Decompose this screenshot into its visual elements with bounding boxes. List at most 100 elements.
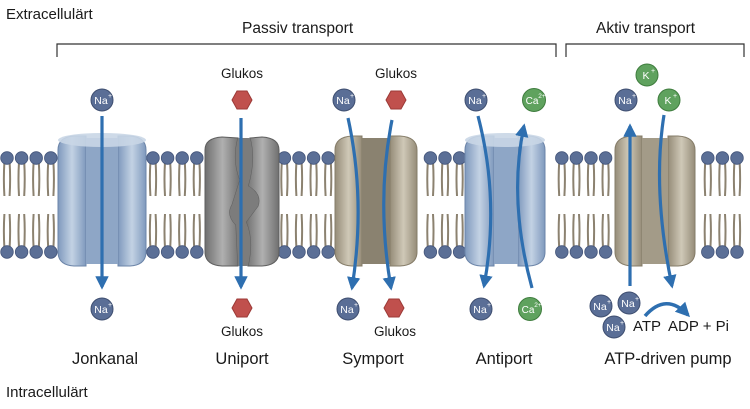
lipid-tail — [586, 213, 590, 249]
lipid-head — [730, 151, 744, 165]
lipid-tail — [738, 161, 742, 197]
lipid-tail — [183, 213, 187, 249]
lipid-tail — [163, 213, 166, 249]
ion-charge: + — [487, 302, 491, 309]
glucose-icon — [231, 298, 253, 318]
ion-na-antiport-bottom: Na + — [469, 297, 493, 321]
antiport-ca-arrow — [515, 123, 534, 289]
lipid-tail — [709, 161, 712, 197]
ion-k-pump-right: K + — [657, 88, 681, 112]
lipid-head — [277, 245, 292, 259]
lipid-head — [146, 245, 160, 259]
ion-label: Na — [618, 95, 632, 107]
lipid-head — [14, 151, 29, 165]
lipid-head — [175, 245, 189, 259]
sodium-icon — [464, 88, 488, 112]
lipid-head — [423, 245, 438, 259]
lipid-tail — [148, 213, 152, 249]
lipid-head — [555, 151, 569, 165]
lipid-tail — [578, 213, 581, 249]
ion-na-pump-bottom-3: Na + — [602, 315, 626, 339]
sodium-icon — [332, 88, 356, 112]
lipid-tail — [23, 161, 26, 197]
lipid-tail — [592, 161, 596, 197]
passive-transport-header: Passiv transport — [242, 20, 354, 37]
lipid-tail — [198, 213, 201, 249]
intracellular-label: Intracellulärt — [6, 384, 88, 401]
lipid-tail — [46, 161, 50, 197]
lipid-tail — [17, 213, 20, 249]
lipid-tail — [724, 213, 727, 249]
ion-channel-label: Jonkanal — [71, 350, 139, 368]
ion-label: Na — [621, 298, 635, 310]
lipid-head — [452, 151, 467, 165]
lipid-head — [321, 245, 335, 259]
ion-charge: 2+ — [534, 302, 542, 309]
lipid-tail — [718, 161, 721, 197]
glucose-icon — [231, 90, 253, 110]
lipid-tail — [446, 161, 450, 197]
lipid-tail — [446, 213, 450, 249]
symport-glucose-arrow — [382, 119, 396, 291]
ion-charge: + — [635, 296, 639, 303]
lipid-tail — [2, 161, 6, 197]
lipid-tail — [315, 161, 318, 197]
ion-label: Na — [468, 95, 482, 107]
lipid-tail — [738, 213, 742, 249]
ion-charge: + — [620, 320, 624, 327]
ion-charge: + — [108, 302, 112, 309]
lipid-head — [598, 151, 613, 165]
sodium-icon — [336, 297, 360, 321]
lipid-head — [321, 151, 335, 165]
lipid-head — [452, 245, 467, 259]
ion-charge: + — [350, 93, 354, 100]
glucose-molecules — [231, 90, 407, 318]
ion-na-pump-top: Na + — [614, 88, 638, 112]
ion-charge: + — [673, 93, 677, 100]
lipid-head — [306, 151, 321, 165]
lipid-tail — [732, 161, 736, 197]
ion-na-symport-bottom: Na + — [336, 297, 360, 321]
ion-charge: + — [632, 93, 636, 100]
lipid-tail — [198, 161, 201, 197]
lipid-tail — [309, 161, 312, 197]
lipid-tail — [586, 161, 590, 197]
ion-charge: + — [607, 299, 611, 306]
ion-label: Na — [336, 95, 350, 107]
lipid-tail — [8, 213, 12, 249]
symport-glucose-bottom-label: Glukos — [373, 324, 417, 339]
ion-na-symport-top: Na + — [332, 88, 356, 112]
lipid-head — [277, 151, 292, 165]
sodium-icon — [469, 297, 493, 321]
lipid-tail — [563, 161, 566, 197]
lipid-tail — [148, 161, 152, 197]
sodium-icon — [614, 88, 638, 112]
lipid-tail — [178, 213, 181, 249]
lipid-tail — [178, 161, 181, 197]
lipid-head — [306, 245, 321, 259]
lipid-tail — [724, 161, 727, 197]
lipid-tail — [324, 213, 327, 249]
lipid-tail — [718, 213, 721, 249]
sodium-icon — [602, 315, 626, 339]
lipid-tail — [154, 213, 158, 249]
ion-label: Ca — [522, 305, 535, 316]
potassium-icon — [635, 63, 659, 87]
lipid-head — [701, 151, 715, 165]
lipid-tail — [557, 213, 561, 249]
glucose-icon — [383, 298, 405, 318]
lipid-tail — [286, 161, 289, 197]
lipid-head — [44, 151, 58, 165]
atp-hydrolysis-arrow — [643, 301, 690, 318]
lipid-tail — [52, 161, 55, 197]
lipid-tail — [280, 161, 283, 197]
lipid-head — [175, 151, 189, 165]
atp-pump-protein — [614, 135, 696, 267]
lipid-head — [29, 151, 43, 165]
lipid-head — [146, 151, 160, 165]
sodium-icon — [589, 294, 613, 318]
lipid-tail — [578, 161, 581, 197]
ion-label: Na — [606, 322, 620, 334]
lipid-tail — [37, 213, 41, 249]
